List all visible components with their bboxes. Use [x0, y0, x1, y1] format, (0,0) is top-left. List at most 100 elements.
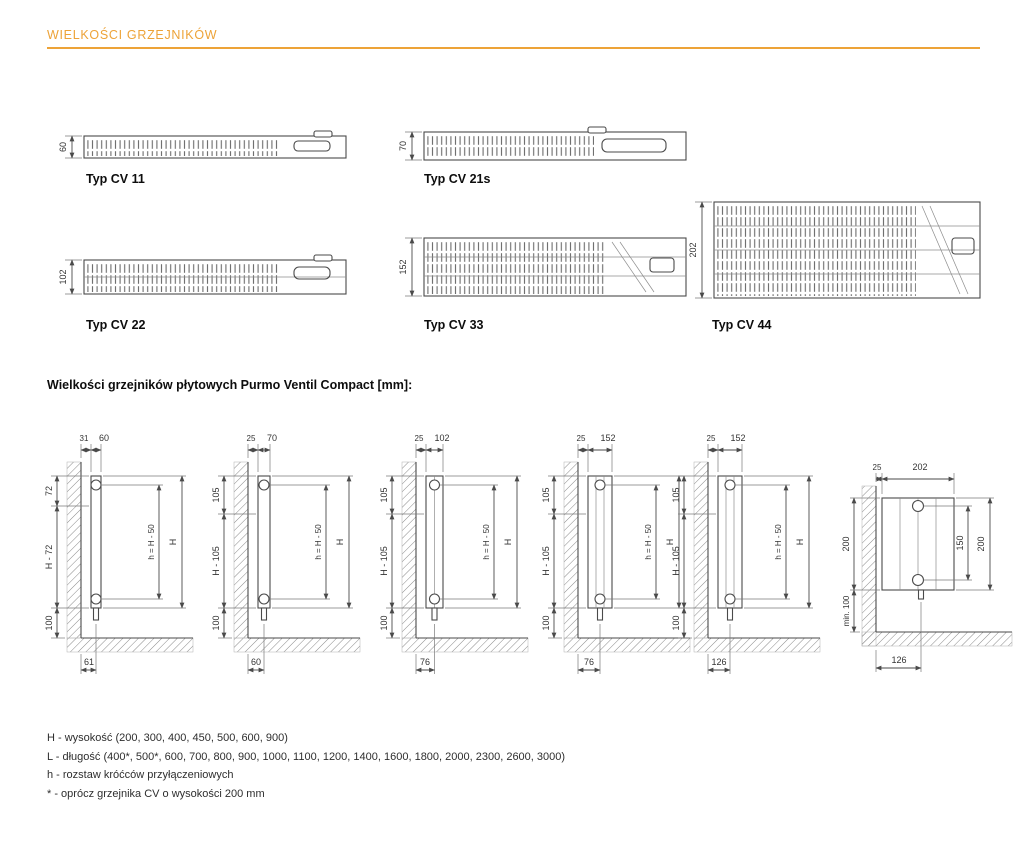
dimensions: 25 70 105 H - 105 100 h = H - 50 H 60 [211, 433, 353, 674]
side-view-cv33: 25 152 105 H - 105 100 h = H - 50 H 76 [541, 433, 691, 674]
dimensions: 25 202 200 min. 100 150 200 126 [841, 462, 994, 672]
pipe-label: h = H - 50 [147, 524, 156, 560]
dimensions: 25 152 105 H - 105 100 h = H - 50 H 76 [541, 433, 683, 674]
cv11-depth-label: 60 [58, 142, 68, 152]
depth-dimension: 202 [688, 201, 712, 299]
radiator-body [83, 130, 347, 159]
clearance-label: 100 [379, 615, 389, 630]
depth-label: 70 [267, 433, 277, 443]
dimensions: 31 60 72 H - 72 100 h = H - 50 H 61 [44, 433, 186, 674]
wall-gap-label: 25 [415, 434, 424, 443]
depth-label: 152 [600, 433, 615, 443]
label-cv33: Typ CV 33 [424, 318, 484, 332]
wall-floor [693, 461, 821, 653]
wall-floor [401, 461, 529, 653]
footnote-height: H - wysokość (200, 300, 400, 450, 500, 6… [47, 732, 288, 744]
pipe-label: h = H - 50 [774, 524, 783, 560]
radiator-section [587, 475, 613, 621]
side-view-cv22: 25 102 105 H - 105 100 h = H - 50 H 76 [379, 433, 529, 674]
wall-floor [563, 461, 691, 653]
wall-floor [861, 485, 1013, 647]
top-offset-label: 72 [44, 486, 54, 496]
pipe-label: h = H - 50 [314, 524, 323, 560]
bottom-depth-label: 61 [84, 657, 94, 667]
radiator-section [717, 475, 743, 621]
wall-gap-label: 25 [873, 463, 882, 472]
side-view-cv11: 31 60 72 H - 72 100 h = H - 50 H 61 [44, 433, 194, 674]
footnote-exception: * - oprócz grzejnika CV o wysokości 200 … [47, 787, 265, 800]
depth-dimension: 70 [398, 131, 422, 161]
radiator-body [423, 126, 687, 161]
page-title: WIELKOŚCI GRZEJNIKÓW [47, 28, 218, 42]
top-offset-label: 105 [541, 487, 551, 502]
label-cv11: Typ CV 11 [86, 172, 145, 186]
footnotes: H - wysokość (200, 300, 400, 450, 500, 6… [47, 729, 565, 803]
height-label: H [168, 539, 178, 546]
bottom-depth-label: 60 [251, 657, 261, 667]
wall-gap-label: 31 [80, 434, 89, 443]
depth-label: 60 [99, 433, 109, 443]
radiator-section [425, 475, 444, 621]
orange-rule [47, 47, 980, 49]
mid-label: H - 105 [379, 546, 389, 576]
cv33-depth-label: 152 [398, 259, 408, 274]
wall-gap-label: 25 [247, 434, 256, 443]
top-offset-label: 105 [379, 487, 389, 502]
depth-label: 102 [434, 433, 449, 443]
depth-label: 152 [730, 433, 745, 443]
cv44-depth-label: 202 [688, 242, 698, 257]
depth-dimension: 152 [398, 237, 422, 297]
top-view-cv21s: 70 [398, 126, 687, 161]
dimensions: 25 152 105 H - 105 100 h = H - 50 H 126 [671, 433, 813, 674]
top-view-cv11: 60 [58, 130, 347, 159]
clearance-label: 100 [541, 615, 551, 630]
bottom-depth-label: 76 [584, 657, 594, 667]
depth-dimension: 60 [58, 135, 82, 159]
depth-label: 202 [912, 462, 927, 472]
bottom-depth-label: 126 [711, 657, 726, 667]
top-offset-label: 105 [671, 487, 681, 502]
height-left-label: 200 [841, 536, 851, 551]
top-view-cv44: 202 [688, 201, 981, 299]
side-view-cv21s: 25 70 105 H - 105 100 h = H - 50 H 60 [211, 433, 361, 674]
wall-floor [233, 461, 361, 653]
top-view-cv22: 102 [58, 254, 347, 295]
top-offset-label: 105 [211, 487, 221, 502]
bottom-depth-label: 126 [891, 655, 906, 665]
height-label: H [665, 539, 675, 546]
height-label: H [795, 539, 805, 546]
mid-label: H - 105 [211, 546, 221, 576]
pipe-spacing-label: 150 [955, 535, 965, 550]
radiator-section [257, 475, 271, 621]
mid-label: H - 105 [541, 546, 551, 576]
clearance-label: 100 [211, 615, 221, 630]
clearance-label: 100 [671, 615, 681, 630]
height-label: H [335, 539, 345, 546]
mid-label: H - 72 [44, 545, 54, 570]
radiator-body [423, 237, 687, 297]
detail-view-cv44: 25 202 200 min. 100 150 200 126 [841, 462, 1013, 672]
depth-dimension: 102 [58, 259, 82, 295]
side-view-cv44: 25 152 105 H - 105 100 h = H - 50 H 126 [671, 433, 821, 674]
label-cv22: Typ CV 22 [86, 318, 146, 332]
height-label: H [503, 539, 513, 546]
section-title: Wielkości grzejników płytowych Purmo Ven… [47, 378, 413, 392]
radiator-body [713, 201, 981, 299]
mid-label: H - 105 [671, 546, 681, 576]
wall-gap-label: 25 [577, 434, 586, 443]
cv22-depth-label: 102 [58, 269, 68, 284]
top-view-cv33: 152 [398, 237, 687, 297]
footnote-length: L - długość (400*, 500*, 600, 700, 800, … [47, 750, 566, 763]
footnote-pipe-spacing: h - rozstaw króćców przyłączeniowych [47, 769, 234, 781]
dimensions: 25 102 105 H - 105 100 h = H - 50 H 76 [379, 433, 521, 674]
wall-gap-label: 25 [707, 434, 716, 443]
pipe-label: h = H - 50 [482, 524, 491, 560]
label-cv44: Typ CV 44 [712, 318, 772, 332]
radiator-section [90, 475, 102, 621]
clearance-label: min. 100 [842, 595, 851, 626]
radiator-body [83, 254, 347, 295]
cv21s-depth-label: 70 [398, 141, 408, 151]
pipe-label: h = H - 50 [644, 524, 653, 560]
clearance-label: 100 [44, 615, 54, 630]
